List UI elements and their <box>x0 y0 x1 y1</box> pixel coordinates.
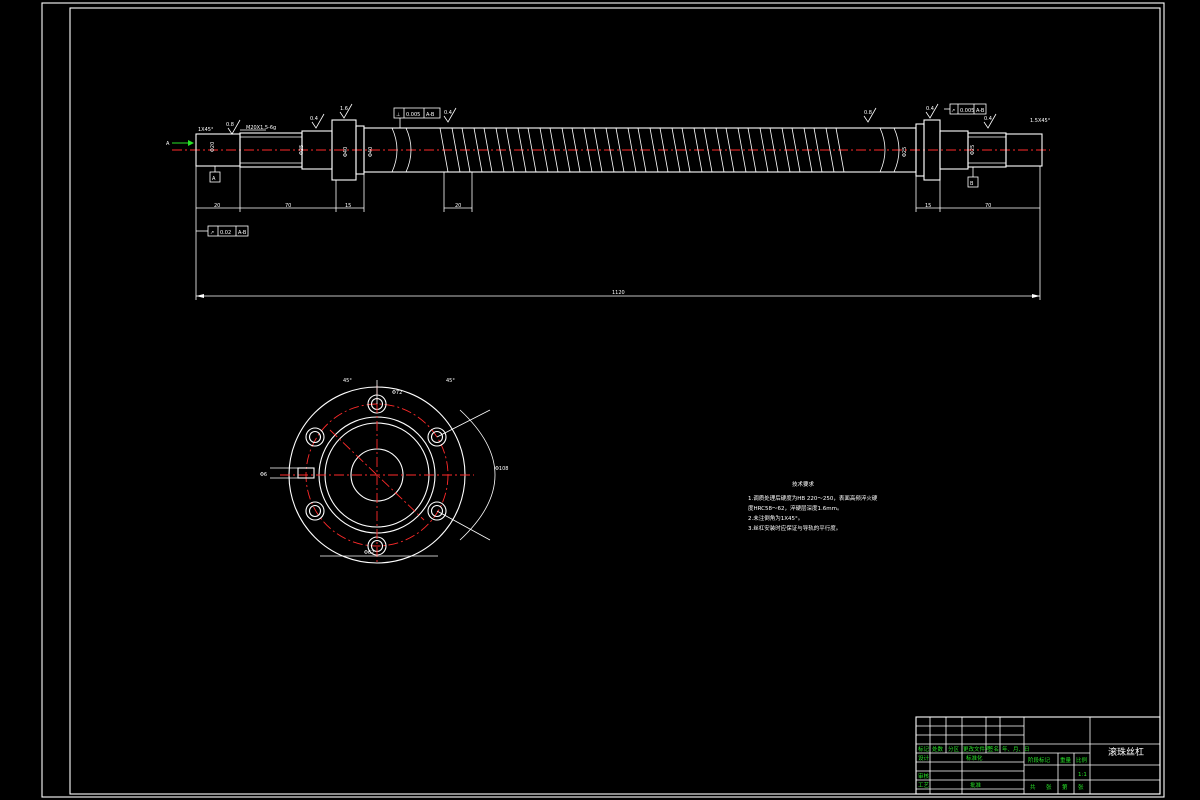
thread-helix <box>391 127 900 173</box>
svg-text:0.4: 0.4 <box>444 110 452 116</box>
tb-sheets-unit2: 张 <box>1078 783 1084 791</box>
svg-text:0.005: 0.005 <box>406 112 420 118</box>
dia-4: Φ40 <box>368 147 374 157</box>
tb-label-change: 更改文件号 <box>963 745 991 753</box>
dia-1: Φ20 <box>210 142 216 152</box>
svg-text:A-B: A-B <box>976 108 985 114</box>
tb-role-review: 审核 <box>918 772 930 780</box>
dia-5: Φ25 <box>902 147 908 157</box>
tolerance-frame-bottom: ↗ 0.02 A-B <box>196 225 249 237</box>
dim-left-thread: 70 <box>285 203 291 209</box>
shaft-view: A <box>166 103 1051 300</box>
tb-label-zone: 分区 <box>948 745 960 753</box>
dim-left-gap: 15 <box>345 203 351 209</box>
tech-notes: 技术要求 1.调质处理后硬度为HB 220～250，表面高频淬火硬 度HRC58… <box>748 480 878 532</box>
tb-label-mark: 标记 <box>918 745 930 753</box>
tb-sheets-index: 第 <box>1062 783 1068 791</box>
dia-6: Φ25 <box>970 145 976 155</box>
datum-a-label: A <box>166 141 170 147</box>
dimension-lines <box>195 166 1041 300</box>
flange-angle-1: 45° <box>343 378 352 384</box>
tb-stage-mark: 阶段标记 <box>1028 756 1051 764</box>
flange-angle-2: 45° <box>446 378 455 384</box>
chamfer-right: 1.5X45° <box>1030 118 1051 124</box>
dim-right-gap: 15 <box>925 203 931 209</box>
dim-overall: 1120 <box>612 290 625 296</box>
tb-scale: 比例 <box>1076 756 1088 764</box>
flange-side: Φ62 <box>364 550 374 556</box>
svg-text:0.8: 0.8 <box>864 110 872 116</box>
flange-outer: Φ108 <box>495 466 508 472</box>
tb-role-process: 工艺 <box>918 782 930 789</box>
inner-border <box>69 7 1161 795</box>
tb-approve: 批准 <box>970 781 982 789</box>
tb-standardization: 标准化 <box>966 754 983 762</box>
svg-text:0.4: 0.4 <box>310 116 318 122</box>
svg-text:⊥: ⊥ <box>396 112 400 118</box>
dia-2: Φ25 <box>299 145 305 155</box>
tb-drawing-name: 滚珠丝杠 <box>1108 746 1144 758</box>
tech-note-2: 度HRC58～62，淬硬层深度1.6mm。 <box>748 504 842 512</box>
tech-note-4: 3.丝杠安装时应保证与导轨的平行度。 <box>748 524 841 532</box>
datum-b-box: B <box>970 181 974 187</box>
title-block: 标记 处数 分区 更改文件号 签名 年、月、日 设计 标准化 审核 工艺 批准 … <box>915 716 1161 795</box>
datum-a-box: A <box>212 176 216 182</box>
svg-text:0.8: 0.8 <box>226 122 234 128</box>
tb-role-design: 设计 <box>918 754 930 762</box>
flange-bore: Φ6 <box>260 472 267 478</box>
svg-text:1.6: 1.6 <box>340 106 348 112</box>
tolerance-frame-top-left: ⊥ 0.005 A-B <box>393 107 441 128</box>
svg-text:0.4: 0.4 <box>926 106 934 112</box>
tb-scale-value: 1:1 <box>1078 772 1087 778</box>
svg-text:0.005: 0.005 <box>960 108 974 114</box>
flange-pcd: Φ72 <box>392 390 402 396</box>
dim-left-end: 20 <box>214 203 220 209</box>
tb-label-count: 处数 <box>932 745 944 753</box>
svg-text:0.4: 0.4 <box>984 116 992 122</box>
tech-note-3: 2.未注倒角为1X45°。 <box>748 514 803 522</box>
roughness-symbols: 0.8 0.4 1.6 0.4 0.8 0.4 0.4 <box>226 103 997 135</box>
tb-label-date: 年、月、日 <box>1002 745 1030 753</box>
chamfer-left: 1X45° <box>198 127 214 133</box>
thread-spec: M20X1.5-6g <box>246 125 276 131</box>
tb-sheets-unit1: 张 <box>1046 783 1052 791</box>
tb-label-sign: 签名 <box>988 745 999 753</box>
svg-text:A-B: A-B <box>426 112 435 118</box>
flange-view: 45° 45° Φ72 Φ6 Φ108 Φ62 <box>260 378 508 564</box>
tolerance-frame-top-right: ↗ 0.005 A-B <box>944 103 987 115</box>
tb-sheets-total: 共 <box>1030 783 1036 791</box>
dim-right-end: 70 <box>985 203 991 209</box>
svg-text:↗: ↗ <box>951 108 955 114</box>
svg-text:0.02: 0.02 <box>220 230 231 236</box>
outer-border <box>41 2 1165 798</box>
dim-pitch: 20 <box>455 203 461 209</box>
dia-3: Φ40 <box>343 147 349 157</box>
tech-note-1: 1.调质处理后硬度为HB 220～250，表面高频淬火硬 <box>748 494 878 502</box>
svg-text:A-B: A-B <box>238 230 247 236</box>
tb-weight: 重量 <box>1060 756 1072 764</box>
svg-text:↗: ↗ <box>210 230 214 236</box>
tech-notes-heading: 技术要求 <box>792 480 815 488</box>
